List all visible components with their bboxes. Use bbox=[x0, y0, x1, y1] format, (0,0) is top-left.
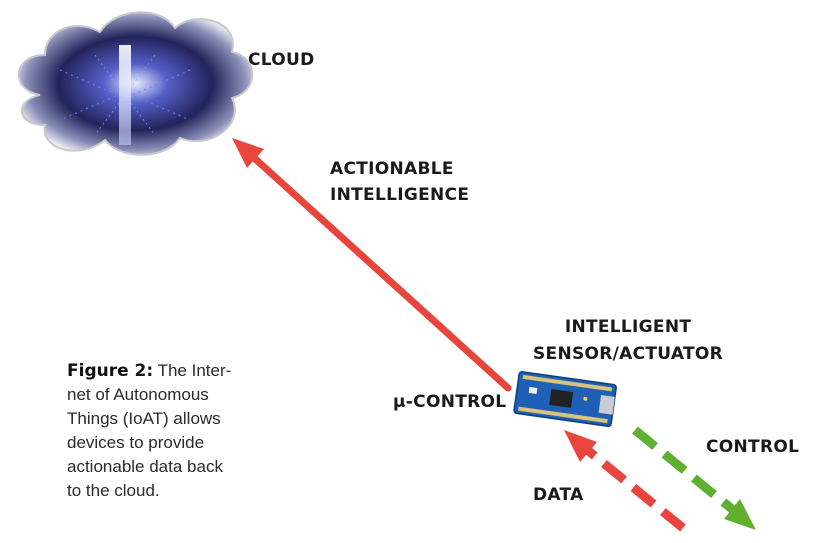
sensor-label-line2: SENSOR/ACTUATOR bbox=[533, 344, 724, 364]
mu-control-label: µ-CONTROL bbox=[393, 392, 507, 412]
data-label: DATA bbox=[533, 485, 584, 505]
caption-line: devices to provide bbox=[67, 433, 205, 452]
intelligent-sensor-label: INTELLIGENT SENSOR/ACTUATOR bbox=[533, 314, 723, 368]
actionable-intelligence-arrow bbox=[232, 138, 512, 392]
sensor-label-line1: INTELLIGENT bbox=[564, 317, 692, 337]
cloud-icon bbox=[17, 11, 254, 156]
control-arrow bbox=[632, 426, 756, 530]
microcontroller-board-icon bbox=[513, 371, 617, 427]
figure-caption: Figure 2: The Inter- net of Autonomous T… bbox=[67, 359, 277, 503]
cloud-label: CLOUD bbox=[248, 50, 315, 70]
control-label: CONTROL bbox=[706, 437, 800, 457]
actionable-intelligence-label: ACTIONABLE INTELLIGENCE bbox=[330, 156, 469, 208]
actionable-label-line2: INTELLIGENCE bbox=[330, 185, 470, 205]
caption-line: The Inter- bbox=[157, 361, 232, 380]
caption-line: net of Autonomous bbox=[67, 385, 209, 404]
actionable-label-line1: ACTIONABLE bbox=[330, 159, 454, 179]
caption-line: to the cloud. bbox=[67, 481, 160, 500]
caption-title: Figure 2: bbox=[67, 361, 154, 381]
caption-line: actionable data back bbox=[67, 457, 223, 476]
caption-line: Things (IoAT) allows bbox=[67, 409, 221, 428]
data-arrow bbox=[564, 430, 686, 532]
